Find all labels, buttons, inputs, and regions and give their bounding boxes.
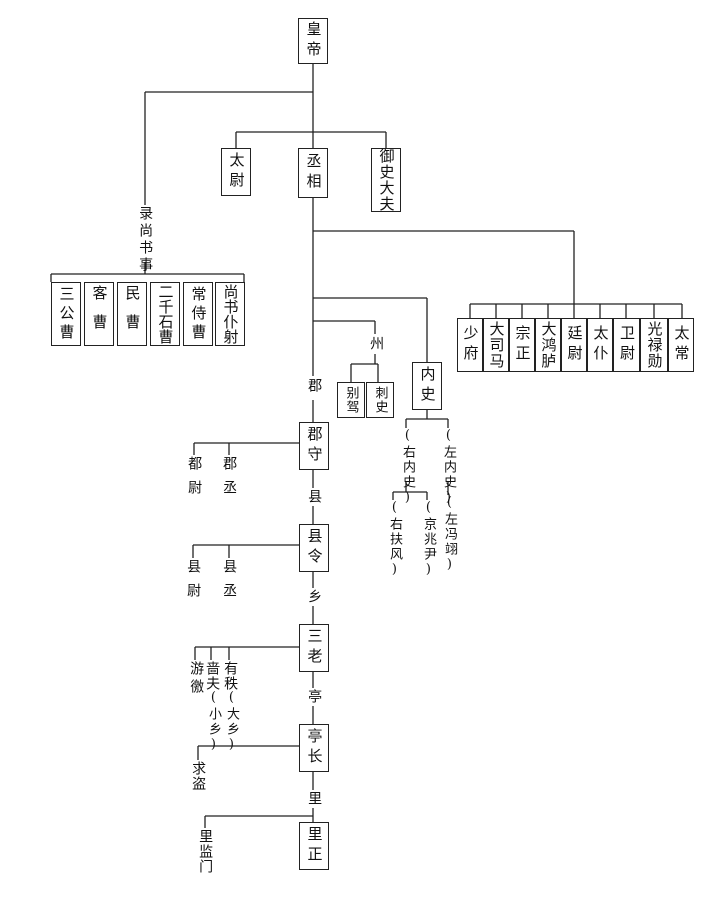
minister-box-6: 卫尉: [613, 318, 640, 372]
ting-label: 亭: [306, 689, 323, 706]
shangshu-office-label: 尚书仆射: [221, 284, 240, 344]
jun-label: 郡: [306, 378, 323, 395]
xianling-box: 县令: [299, 524, 329, 572]
minister-label: 少府: [461, 325, 480, 365]
yushi-box: 御史大夫: [371, 148, 401, 212]
sanlao-box: 三老: [299, 624, 329, 672]
neishi-box: 内史: [412, 362, 442, 410]
taiwei-box: 太尉: [221, 148, 251, 196]
xianling-label: 县令: [305, 528, 324, 568]
junshou-label: 郡守: [305, 426, 324, 466]
pingyi: (左冯翊): [441, 495, 457, 574]
chengxiang-box: 丞相: [298, 148, 328, 198]
taiwei-label: 太尉: [227, 152, 246, 192]
fufeng: (右扶风): [386, 500, 402, 579]
sefu: 啬夫: [204, 661, 221, 691]
xiang-label: 乡: [306, 589, 323, 606]
xiaoxiang: (小乡): [205, 690, 221, 754]
shangshu-office-label: 常侍曹: [189, 285, 208, 343]
shangshu-office-label: 客曹: [90, 285, 109, 343]
junshou-box: 郡守: [299, 422, 329, 470]
jingzhao: (京兆尹): [420, 500, 436, 579]
cishi-label: 刺史: [372, 386, 388, 414]
juncheng: 郡丞: [221, 456, 238, 504]
biejia-box: 别驾: [337, 382, 365, 418]
minister-box-8: 太常: [668, 318, 694, 372]
neishi-label: 内史: [418, 366, 437, 406]
shangshu-office-0: 三公曹: [51, 282, 81, 346]
shangshu-office-4: 常侍曹: [183, 282, 213, 346]
daxiang: (大乡): [223, 690, 239, 754]
sanlao-label: 三老: [305, 628, 324, 668]
emperor-label: 皇帝: [304, 21, 323, 61]
lijianmen: 里监门: [197, 829, 214, 874]
shangshu-office-1: 客曹: [84, 282, 114, 346]
xian-label: 县: [306, 489, 323, 506]
xiancheng: 县丞: [221, 559, 238, 607]
minister-box-7: 光禄勋: [640, 318, 668, 372]
left-neishi: (左内史): [440, 428, 456, 507]
minister-box-5: 太仆: [587, 318, 613, 372]
shangshu-office-2: 民曹: [117, 282, 147, 346]
shangshu-office-3: 二千石曹: [150, 282, 180, 346]
youjiao: 游徼: [188, 661, 205, 697]
minister-label: 宗正: [513, 325, 532, 365]
cishi-box: 刺史: [366, 382, 394, 418]
biejia-label: 别驾: [343, 386, 359, 414]
minister-box-1: 大司马: [483, 318, 509, 372]
duwei: 都尉: [186, 456, 203, 504]
yushi-label: 御史大夫: [377, 148, 396, 212]
chengxiang-label: 丞相: [304, 153, 323, 193]
shangshu-office-label: 二千石曹: [156, 284, 175, 344]
li-label: 里: [306, 791, 323, 808]
qiudao: 求盗: [190, 761, 207, 791]
minister-label: 太仆: [591, 325, 610, 365]
minister-box-2: 宗正: [509, 318, 535, 372]
zhou-label: 州: [368, 336, 385, 353]
emperor-box: 皇帝: [298, 18, 328, 64]
minister-label: 大鸿胪: [539, 321, 558, 369]
lizheng-label: 里正: [305, 826, 324, 866]
tingzhang-label: 亭长: [305, 728, 324, 768]
minister-label: 太常: [672, 325, 691, 365]
shangshu-office-label: 三公曹: [57, 285, 76, 343]
minister-box-4: 廷尉: [561, 318, 587, 372]
shangshu-office-label: 民曹: [123, 285, 142, 343]
minister-label: 光禄勋: [645, 321, 664, 369]
minister-box-0: 少府: [457, 318, 483, 372]
shangshu-title: 录尚书事: [137, 206, 154, 274]
tingzhang-box: 亭长: [299, 724, 329, 772]
right-neishi: (右内史): [399, 428, 415, 507]
minister-label: 卫尉: [618, 325, 636, 365]
minister-box-3: 大鸿胪: [535, 318, 561, 372]
lizheng-box: 里正: [299, 822, 329, 870]
minister-label: 大司马: [487, 321, 506, 369]
youzhi: 有秩: [222, 661, 239, 691]
shangshu-office-5: 尚书仆射: [215, 282, 245, 346]
minister-label: 廷尉: [565, 325, 584, 365]
xianwei: 县尉: [185, 559, 202, 607]
